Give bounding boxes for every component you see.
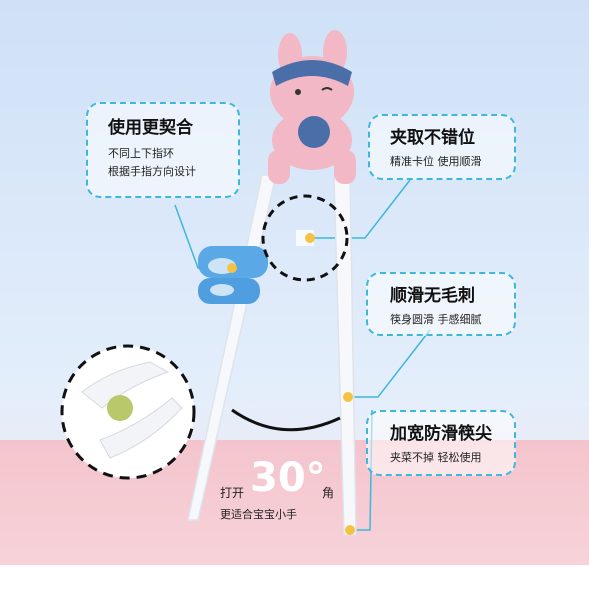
callout-tip-line1: 夹菜不掉 轻松使用 [390, 451, 482, 464]
connector-position [310, 179, 411, 239]
callout-position-line1: 精准卡位 使用顺滑 [390, 155, 482, 168]
callout-fit-line1: 不同上下指环 [108, 147, 174, 160]
angle-prefix: 打开 [220, 486, 245, 500]
dot-smooth [343, 392, 353, 402]
zoom-circle-grip [60, 344, 196, 480]
chopsticks-illustration [60, 30, 431, 536]
callout-position: 夹取不错位 精准卡位 使用顺滑 [368, 114, 516, 180]
callout-position-title: 夹取不错位 [390, 128, 475, 148]
zoom-circle-position [261, 194, 349, 282]
finger-ring [198, 246, 268, 304]
callout-smooth-line1: 筷身圆滑 手感细腻 [390, 313, 482, 326]
callout-tip-title: 加宽防滑筷尖 [390, 424, 492, 444]
dot-fit [227, 263, 237, 273]
angle-value: 30° [250, 455, 326, 501]
callout-fit: 使用更契合 不同上下指环 根据手指方向设计 [86, 102, 240, 198]
dot-position [305, 233, 315, 243]
angle-arc [231, 408, 341, 432]
callout-smooth: 顺滑无毛刺 筷身圆滑 手感细腻 [366, 272, 516, 336]
angle-caption: 更适合宝宝小手 [220, 508, 297, 521]
angle-suffix: 角 [322, 486, 335, 500]
callout-fit-title: 使用更契合 [108, 118, 193, 138]
callout-tip: 加宽防滑筷尖 夹菜不掉 轻松使用 [366, 410, 516, 476]
connector-smooth [348, 329, 431, 398]
callout-smooth-title: 顺滑无毛刺 [390, 286, 475, 306]
background-panel: 使用更契合 不同上下指环 根据手指方向设计 夹取不错位 精准卡位 使用顺滑 顺滑… [0, 0, 589, 565]
bunny-topper [268, 30, 356, 184]
dot-tip [345, 525, 355, 535]
callout-fit-line2: 根据手指方向设计 [108, 165, 196, 178]
